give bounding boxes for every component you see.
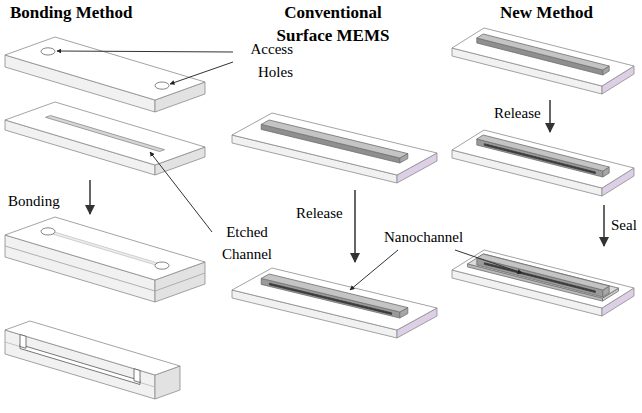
leader-line — [455, 250, 522, 273]
access-hole — [41, 48, 55, 55]
substrate-top — [5, 102, 205, 165]
nanochannel-gap — [484, 144, 595, 174]
substrate-top — [452, 28, 634, 86]
structure-top — [468, 254, 619, 298]
process-arrow — [549, 100, 551, 132]
leader-line — [170, 62, 233, 84]
illustration-group — [5, 28, 634, 399]
column-heading: New Method — [500, 2, 593, 25]
substrate-top — [452, 130, 634, 188]
structure-front — [477, 38, 603, 75]
leader-line — [150, 152, 212, 232]
structure-top — [477, 135, 609, 171]
access-hole — [155, 82, 169, 89]
structure-front — [261, 124, 400, 163]
structure-top — [477, 34, 609, 70]
substrate-top — [232, 268, 437, 330]
column-heading: Bonding Method — [10, 2, 132, 25]
nanochannel-gap — [484, 263, 595, 293]
channel-section — [20, 345, 140, 385]
structure-top — [261, 120, 408, 158]
access-hole — [41, 228, 55, 235]
structure-front — [477, 139, 603, 177]
nanochannel-gap — [269, 283, 391, 314]
step-label: Release — [494, 104, 541, 122]
access-hole — [155, 262, 169, 269]
process-arrow — [89, 180, 91, 214]
callout-label: Nanochannel — [384, 228, 463, 246]
hole-section — [134, 369, 140, 383]
substrate-top — [452, 250, 634, 308]
substrate-top — [232, 113, 437, 175]
leader-line — [57, 51, 233, 52]
substrate-top — [5, 37, 205, 100]
hole-section — [20, 335, 26, 349]
step-label: Release — [296, 204, 343, 222]
column-heading: Conventional Surface MEMS — [268, 2, 398, 48]
etched-channel — [46, 116, 165, 152]
structure-front — [261, 278, 400, 318]
callout-label: Access Holes — [237, 38, 293, 83]
structure-top — [261, 274, 408, 312]
bond-interface — [5, 342, 155, 387]
step-label: Bonding — [8, 192, 60, 210]
process-arrow — [354, 190, 356, 262]
step-label: Seal — [611, 216, 637, 234]
bond-interface — [5, 246, 205, 291]
substrate-top — [5, 217, 205, 280]
leader-line — [350, 250, 398, 290]
buried-channel — [46, 231, 164, 267]
callout-label: Etched Channel — [215, 222, 279, 266]
structure-top — [477, 254, 609, 290]
process-arrow — [603, 205, 605, 246]
